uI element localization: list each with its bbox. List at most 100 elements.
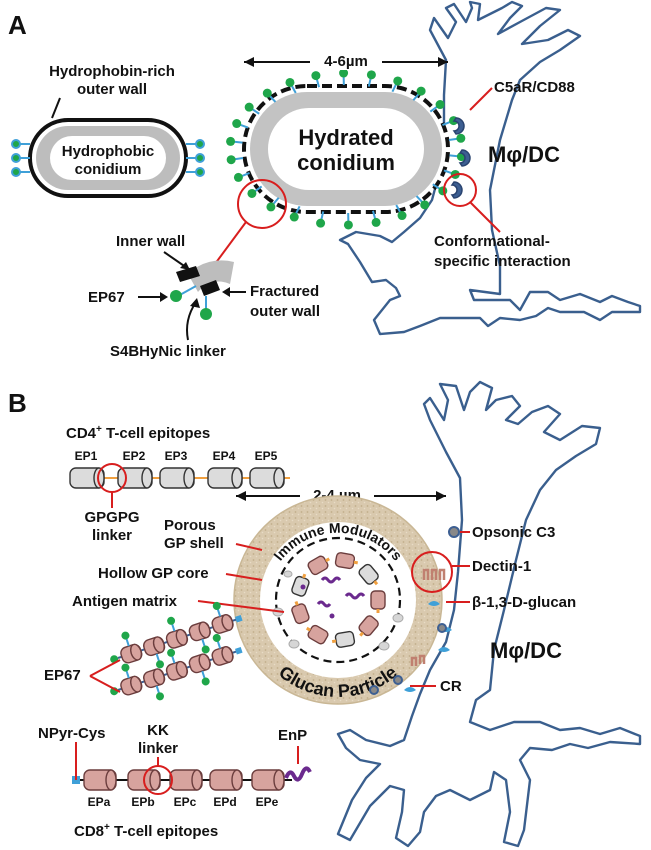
hydrated-label-2: conidium <box>297 150 395 175</box>
ep67-label-b: EP67 <box>44 667 81 684</box>
cr-label: CR <box>440 678 462 695</box>
antigen-cylinder <box>307 555 331 576</box>
outer-wall-label-1: Hydrophobin-rich <box>49 63 175 80</box>
size-label-a: 4-6µm <box>324 53 368 70</box>
cd8-epitope-label: EPb <box>131 795 154 809</box>
ep67-epitope <box>366 70 376 80</box>
fractured-label-1: Fractured <box>250 283 319 300</box>
macrophage-label-b: Mφ/DC <box>490 638 562 663</box>
fractured-wall-detail <box>170 260 234 320</box>
macrophage-membrane-a <box>338 0 642 336</box>
interaction-pointer <box>469 201 501 233</box>
zoom-pointer <box>211 221 247 269</box>
cd4-epitope-label: EP2 <box>123 449 146 463</box>
ep67-helix <box>143 636 166 657</box>
antigen-cylinder <box>331 630 356 648</box>
ep67-epitope <box>456 133 466 143</box>
ep67-epitope <box>316 218 326 228</box>
right-receptors <box>369 526 460 695</box>
antigen-label: Antigen matrix <box>72 593 178 610</box>
ep67-epitope <box>420 200 430 210</box>
antigen-cylinder <box>358 615 379 637</box>
cd8-title: CD8+ T-cell epitopes <box>74 822 218 840</box>
enp-tail <box>284 766 312 782</box>
ep67-epitope <box>371 217 381 227</box>
hydrophobic-label-1: Hydrophobic <box>62 143 155 160</box>
ep67-bead <box>201 645 210 654</box>
ep67-chain <box>110 601 243 669</box>
linker-pointer-a <box>186 301 197 341</box>
fractured-label-2: outer wall <box>250 303 320 320</box>
ep67-helix <box>188 653 211 674</box>
ep67-epitope <box>339 68 349 78</box>
hydrophobic-conidium: Hydrophobic conidium <box>11 118 205 198</box>
ep67-epitope <box>435 100 445 110</box>
ep67-epitope <box>311 71 321 81</box>
ep67-epitope <box>233 172 243 182</box>
c5ar-receptors <box>450 117 471 199</box>
ep67-epitope <box>289 212 299 222</box>
macrophage-membrane-b <box>336 380 642 848</box>
panel-a-letter: A <box>8 10 27 40</box>
porous-pointer <box>235 543 263 551</box>
ep67-bead <box>212 601 221 610</box>
receptor-label: C5aR/CD88 <box>494 79 575 96</box>
antigen-pointer <box>197 600 285 613</box>
kk-circle <box>143 765 173 795</box>
cd8-epitope <box>251 769 285 791</box>
ep67-helix <box>120 675 143 696</box>
cd8-epitope-label: EPa <box>88 795 111 809</box>
ep67-epitope <box>266 202 276 212</box>
cd8-epitope <box>83 769 117 791</box>
ep67-epitope <box>244 102 254 112</box>
cd4-epitope-label: EP3 <box>165 449 188 463</box>
macrophage-label-a: Mφ/DC <box>488 142 560 167</box>
cd8-epitope-label: EPe <box>256 795 279 809</box>
ep67-epitope <box>393 76 403 86</box>
antigen-cylinder <box>291 600 310 625</box>
ep67-helix <box>188 621 211 642</box>
cd8-epitope-label: EPd <box>213 795 236 809</box>
gpgpg-label-1: GPGPG <box>84 509 139 526</box>
hydrated-conidium: Hydrated conidium <box>226 68 466 230</box>
ep67-epitope <box>247 188 257 198</box>
ep67-label-a: EP67 <box>88 289 125 306</box>
interaction-circle <box>443 173 477 207</box>
kk-label-1: KK <box>147 722 169 739</box>
ep67-epitope <box>438 186 448 196</box>
hydrophobic-label-2: conidium <box>75 161 142 178</box>
cd4-epitope <box>117 467 153 489</box>
kk-label-2: linker <box>138 740 178 757</box>
interaction-label-1: Conformational- <box>434 233 550 250</box>
cd4-epitope-label: EP4 <box>213 449 236 463</box>
ep67-helix <box>211 613 234 634</box>
cd8-epitope <box>209 769 243 791</box>
immune-modulators <box>300 576 366 619</box>
linker-label-a: S4BHyNic linker <box>110 343 226 360</box>
small-conidium-epitopes <box>11 139 205 177</box>
ep67-bead <box>156 660 165 669</box>
antigen-cylinder <box>305 624 329 645</box>
porous-label-2: GP shell <box>164 535 224 552</box>
antigen-ring <box>291 552 386 648</box>
hollow-label: Hollow GP core <box>98 565 209 582</box>
ep67-epitope <box>232 119 242 129</box>
glucan-ligand-label: β-1,3-D-glucan <box>472 594 576 611</box>
cd4-epitope <box>159 467 195 489</box>
ep67-bead <box>212 633 221 642</box>
antigen-cylinder <box>291 573 310 597</box>
ep67-bead <box>167 616 176 625</box>
cd4-epitope <box>207 467 243 489</box>
ep67-bead <box>167 648 176 657</box>
glucan-particle: Immune Modulators Glucan Particle <box>233 495 443 705</box>
ep67-bead <box>121 663 130 672</box>
ep67-helix <box>143 668 166 689</box>
ep67-bead <box>201 677 210 686</box>
ep67-epitope <box>416 86 426 96</box>
npyr-label: NPyr-Cys <box>38 725 106 742</box>
